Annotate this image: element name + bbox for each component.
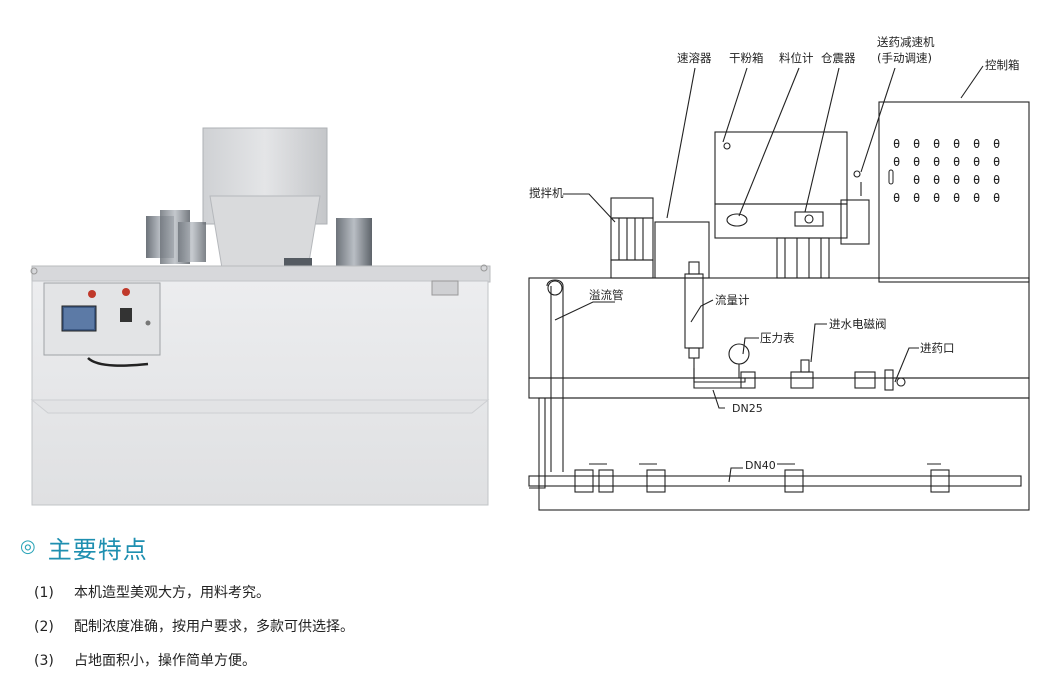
label-bin-vibrator: 仓震器: [821, 51, 856, 65]
indicator-button: θ: [933, 137, 940, 151]
item-number: (2): [34, 619, 54, 635]
item-text: 占地面积小，操作简单方便。: [74, 653, 256, 669]
indicator-button: θ: [993, 191, 1000, 205]
label-overflow-pipe: 溢流管: [589, 288, 624, 302]
indicator-button: θ: [933, 191, 940, 205]
indicator-button: θ: [913, 155, 920, 169]
product-photo: [30, 127, 491, 506]
label-dn25: DN25: [732, 402, 763, 415]
indicator-button: θ: [953, 137, 960, 151]
label-dry-powder-box: 干粉箱: [729, 51, 764, 65]
indicator-button: θ: [913, 191, 920, 205]
label-solenoid-valve: 进水电磁阀: [829, 317, 887, 331]
indicator-button: θ: [893, 137, 900, 151]
features-title: ◎ 主要特点: [20, 530, 148, 564]
features-list: (1) 本机造型美观大方，用料考究。 (2) 配制浓度准确，按用户要求，多款可供…: [34, 583, 354, 685]
double-circle-icon: ◎: [20, 536, 36, 557]
label-reducer-note: (手动调速): [877, 51, 932, 65]
label-dissolver: 速溶器: [677, 51, 712, 65]
indicator-button: θ: [973, 155, 980, 169]
indicator-button: θ: [973, 173, 980, 187]
item-number: (3): [34, 653, 54, 669]
schematic-diagram: 速溶器 干粉箱 料位计 仓震器 送药减速机 (手动调速) 控制箱 搅拌机 溢流管…: [528, 35, 1030, 511]
indicator-button: θ: [913, 137, 920, 151]
label-level-meter: 料位计: [779, 51, 814, 65]
indicator-button: θ: [993, 137, 1000, 151]
list-item: (3) 占地面积小，操作简单方便。: [34, 651, 354, 685]
indicator-button: θ: [913, 173, 920, 187]
indicator-button: θ: [893, 155, 900, 169]
indicator-button: θ: [933, 173, 940, 187]
label-control-box: 控制箱: [985, 58, 1020, 72]
label-inlet: 进药口: [920, 341, 955, 355]
indicator-button: θ: [993, 155, 1000, 169]
indicator-button: θ: [973, 191, 980, 205]
indicator-button: θ: [953, 155, 960, 169]
indicator-button: θ: [893, 191, 900, 205]
item-text: 本机造型美观大方，用料考究。: [74, 585, 270, 601]
label-dn40: DN40: [745, 459, 776, 472]
item-text: 配制浓度准确，按用户要求，多款可供选择。: [74, 619, 354, 635]
label-flowmeter: 流量计: [715, 293, 750, 307]
list-item: (2) 配制浓度准确，按用户要求，多款可供选择。: [34, 617, 354, 651]
label-reducer: 送药减速机: [877, 35, 935, 49]
indicator-button: θ: [993, 173, 1000, 187]
indicator-button: θ: [973, 137, 980, 151]
features-heading: 主要特点: [47, 535, 148, 564]
indicator-button: θ: [953, 191, 960, 205]
label-pressure-gauge: 压力表: [760, 331, 795, 345]
label-mixer: 搅拌机: [529, 186, 564, 200]
item-number: (1): [34, 585, 54, 601]
indicator-button: θ: [933, 155, 940, 169]
indicator-button: θ: [953, 173, 960, 187]
list-item: (1) 本机造型美观大方，用料考究。: [34, 583, 354, 617]
